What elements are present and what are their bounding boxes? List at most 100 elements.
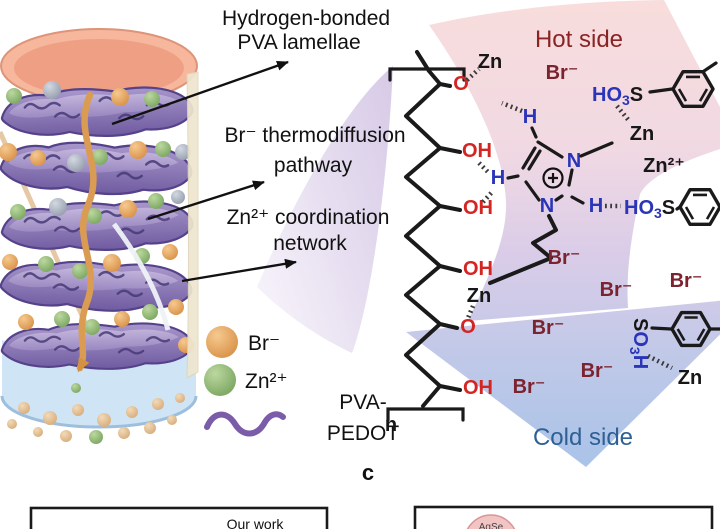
zn-sphere-icon <box>204 364 236 396</box>
hydrogen-label: H <box>491 167 505 189</box>
legend-zn-label: Zn²⁺ <box>245 370 288 393</box>
arrow-to-network-label <box>181 258 297 283</box>
pva-pedot-squiggle-icon <box>204 411 286 437</box>
benzene-ring-icon <box>671 70 715 108</box>
nitrogen-label: N <box>540 195 554 217</box>
br-ion-label: Br⁻ <box>546 62 579 84</box>
agse-label: AgSe <box>479 522 504 529</box>
label-zn-coordination: Zn²⁺ coordination <box>227 206 390 229</box>
hbond-hash <box>477 161 491 175</box>
sulfonate-label-vertical: SO3H <box>627 318 651 369</box>
ring-bond <box>536 140 564 159</box>
label-pathway: pathway <box>274 154 353 177</box>
label-br-thermodiffusion: Br⁻ thermodiffusion <box>224 124 405 147</box>
ch-bond <box>506 174 520 180</box>
br-ion-label: Br⁻ <box>532 317 565 339</box>
benzene-ring-icon <box>678 188 720 226</box>
oxygen-label: O <box>453 73 469 95</box>
zn-o-hash-bond <box>465 305 476 319</box>
zn2plus-label: Zn²⁺ <box>643 155 685 177</box>
bond-o1 <box>438 82 452 88</box>
arrow-head <box>406 300 720 467</box>
label-pva-lamellae: PVA lamellae <box>237 31 360 54</box>
br-ion-label: Br⁻ <box>548 247 581 269</box>
s-ring-bond <box>650 326 673 331</box>
arrow-body <box>429 0 720 321</box>
zn-s-hash-bond <box>615 104 632 124</box>
ring-bond <box>524 180 541 202</box>
thermocell-illustration <box>0 28 199 444</box>
glass-pathway-curve <box>111 222 171 331</box>
zn-label: Zn <box>630 123 654 145</box>
bond-oh3 <box>438 264 462 273</box>
hydroxyl-label: OH <box>463 377 493 399</box>
hydroxyl-label: OH <box>463 197 493 219</box>
oxygen-label: O <box>460 316 476 338</box>
arrow-to-lamellae-label <box>111 60 289 126</box>
s-ring-bond <box>648 87 674 94</box>
hbond-hash <box>501 100 523 114</box>
cold-side-label: Cold side <box>533 424 633 451</box>
panel-c-label: c <box>362 460 374 485</box>
glass-wall <box>186 71 199 379</box>
hydrogen-label: H <box>523 106 537 128</box>
legend: Br⁻ Zn²⁺ PVA- PEDOT <box>204 326 399 445</box>
zn-s-hash-bond <box>646 353 674 371</box>
bond-oh1 <box>438 146 462 154</box>
sulfonate-label: HO3S <box>624 197 675 221</box>
label-hydrogen-bonded: Hydrogen-bonded <box>222 7 390 30</box>
bond-o2 <box>438 322 459 330</box>
zn-label: Zn <box>467 285 491 307</box>
plus-sign <box>548 173 558 183</box>
polymer-backbone <box>404 50 442 408</box>
hydrogen-label: H <box>589 195 603 217</box>
br-ion-label: Br⁻ <box>581 360 614 382</box>
hot-side-label: Hot side <box>535 26 623 53</box>
annotation-arrows <box>111 60 297 283</box>
bond-oh2 <box>438 204 462 212</box>
ring-bond <box>554 194 564 202</box>
sulfonate-label: HO3S <box>592 84 643 108</box>
thermal-gradient-arrow <box>406 0 720 467</box>
panel-c: c Our work AgSe <box>29 460 714 529</box>
arrow-to-pathway-label <box>147 180 265 221</box>
ion-spheres <box>0 81 194 353</box>
br-ion-label: Br⁻ <box>513 376 546 398</box>
br-ion-label: Br⁻ <box>670 270 703 292</box>
aromatic-dashes <box>676 316 706 342</box>
imidazolium-ring: N N H H H <box>488 100 621 285</box>
legend-br-label: Br⁻ <box>248 332 280 355</box>
ch-bond <box>530 126 538 139</box>
ring-double-bond <box>527 149 542 171</box>
hot-cold-species: Hot side Cold side Br⁻ Br⁻ Br⁻ Br⁻ Br⁻ B… <box>513 26 720 451</box>
legend-pva-label: PVA- <box>339 391 386 414</box>
our-work-box <box>29 506 329 529</box>
n-alkyl-chain <box>488 214 558 285</box>
bond-oh4 <box>438 384 462 392</box>
zn-label: Zn <box>478 51 502 73</box>
repeat-bracket-bottom <box>386 407 465 422</box>
n-methyl-bond <box>579 141 614 158</box>
liquid-ion-spheres <box>7 383 185 444</box>
our-work-label: Our work <box>227 516 285 529</box>
comparison-box <box>413 505 714 529</box>
pva-chain-structure: n O Zn OH OH OH Zn O OH <box>385 50 502 436</box>
plus-charge-icon <box>542 167 564 189</box>
ring-stub <box>701 61 718 74</box>
ch-bond <box>570 195 585 205</box>
feature-labels: Hydrogen-bonded PVA lamellae Br⁻ thermod… <box>222 7 406 255</box>
hydroxyl-label: OH <box>462 140 492 162</box>
ring-bond <box>521 146 537 170</box>
hydroxyl-label: OH <box>463 258 493 280</box>
legend-pedot-label: PEDOT <box>327 422 400 445</box>
br-sphere-icon <box>206 326 238 358</box>
cylinder-bottom-rim <box>0 395 198 429</box>
agse-bubble <box>466 514 516 529</box>
aromatic-dashes <box>684 193 716 220</box>
zn-label: Zn <box>678 367 702 389</box>
repeat-n-subscript: n <box>385 414 397 436</box>
aromatic-dashes <box>677 75 709 102</box>
br-ion-label: Br⁻ <box>600 279 633 301</box>
